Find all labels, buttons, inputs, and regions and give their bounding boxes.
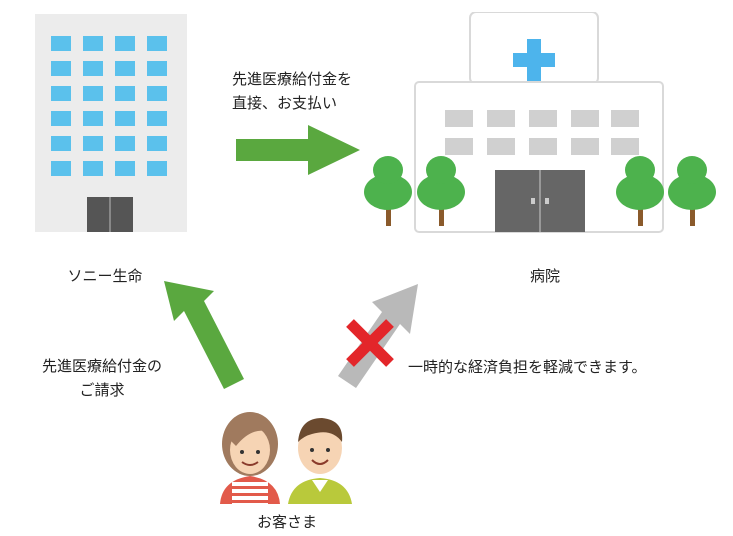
claim-label-line1: 先進医療給付金の	[41, 357, 162, 375]
claim-label-line2: ご請求	[79, 381, 125, 399]
burden-text: 一時的な経済負担を軽減できます。	[408, 358, 647, 376]
company-building-icon	[35, 14, 187, 232]
company-label: ソニー生命	[67, 267, 143, 285]
direct-payment-line1: 先進医療給付金を	[232, 70, 353, 88]
claim-arrow-icon	[158, 277, 248, 392]
hospital-label: 病院	[529, 267, 560, 285]
right-arrow-icon	[236, 125, 360, 175]
direct-payment-line2: 直接、お支払い	[232, 94, 338, 112]
couple-icon	[212, 402, 362, 504]
hospital-building-icon	[355, 12, 725, 234]
customer-label: お客さま	[256, 513, 317, 531]
x-mark-icon	[344, 317, 396, 369]
